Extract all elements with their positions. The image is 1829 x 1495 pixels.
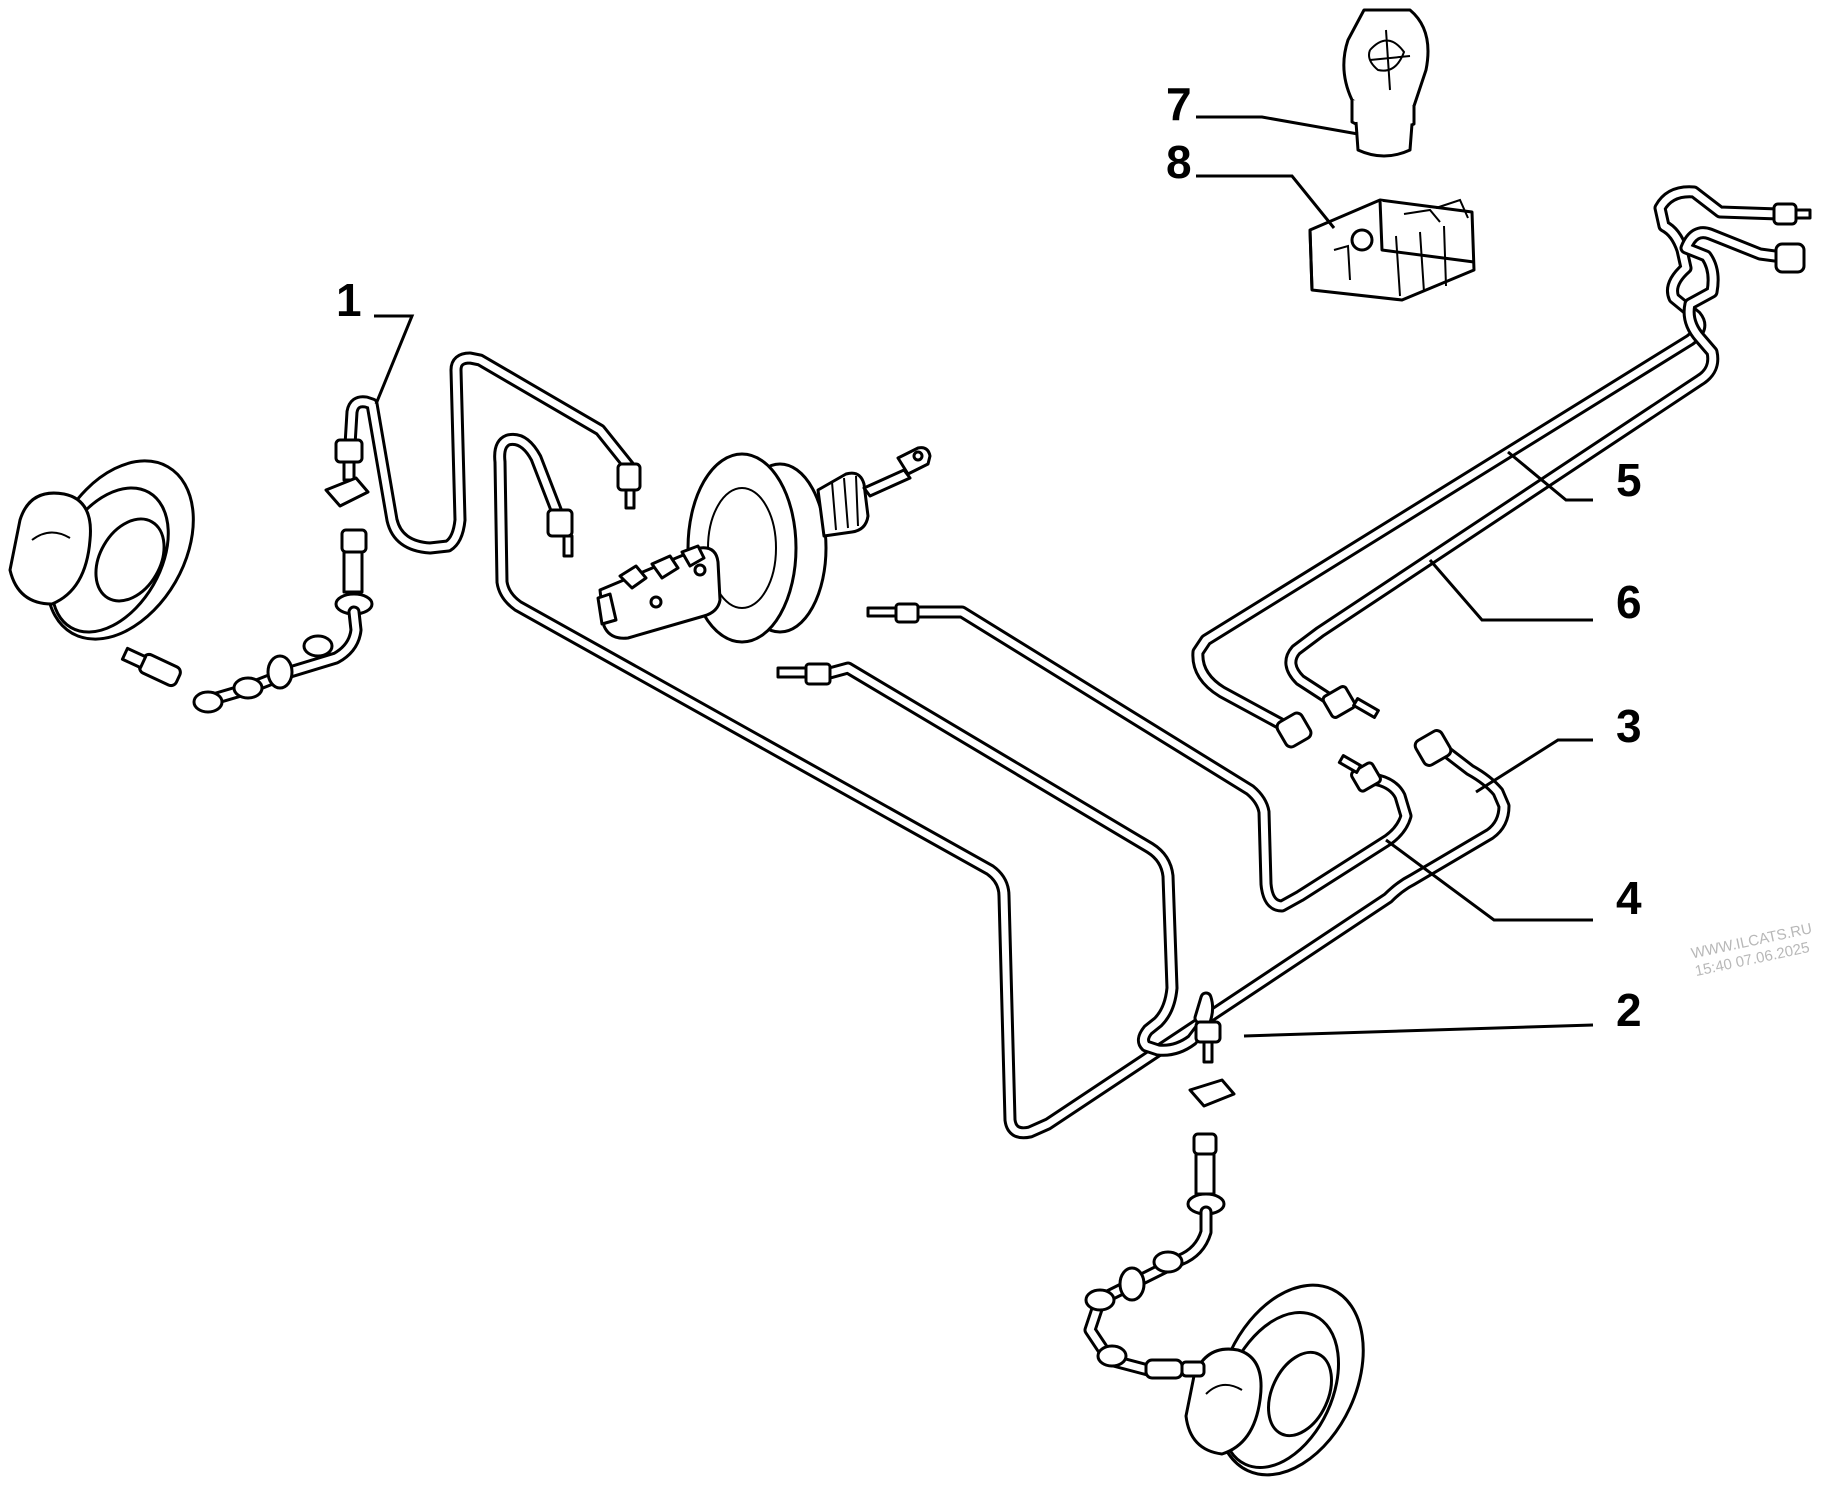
- fitting-nut: [1772, 202, 1812, 226]
- fitting-nut: [1413, 729, 1453, 767]
- callout-number-4: 4: [1616, 872, 1642, 924]
- callout-number-8: 8: [1166, 136, 1192, 188]
- fitting-nut: [1275, 711, 1313, 749]
- leader-4: [1385, 838, 1593, 922]
- callout-labels: 1 2 3 4 5 6 7 8: [336, 78, 1642, 1036]
- brake-pipes: [343, 185, 1797, 1140]
- fitting-nut: [334, 438, 364, 482]
- callout-number-6: 6: [1616, 576, 1642, 628]
- pipe-fittings: [334, 202, 1812, 1064]
- booster-pushrod: [816, 446, 932, 538]
- callout-number-1: 1: [336, 274, 362, 326]
- right-flex-hose: [1083, 1078, 1236, 1380]
- leader-3: [1475, 738, 1593, 794]
- fitting-nut: [1194, 1020, 1222, 1064]
- pipe-2: [493, 432, 1511, 1140]
- right-brake-disc: [1184, 1283, 1365, 1477]
- part-8-pipe-clip: [1308, 198, 1476, 302]
- left-caliper: [8, 491, 92, 606]
- part-7-grommet: [1342, 8, 1430, 158]
- leader-8: [1196, 174, 1336, 229]
- left-brake-disc: [8, 459, 195, 641]
- callout-number-2: 2: [1616, 984, 1642, 1036]
- leader-6: [1428, 559, 1593, 622]
- watermark: WWW.ILCATS.RU 15:40 07.06.2025: [1690, 920, 1814, 980]
- pipe-3: [911, 605, 1413, 913]
- master-cylinder: [596, 544, 722, 640]
- leader-lines: [374, 115, 1594, 1038]
- leader-7: [1196, 115, 1359, 136]
- left-flex-hose: [120, 476, 374, 714]
- callout-number-7: 7: [1166, 78, 1192, 130]
- leader-1: [374, 314, 415, 405]
- fitting-nut: [776, 662, 832, 686]
- fitting-nut: [546, 508, 574, 558]
- callout-number-3: 3: [1616, 700, 1642, 752]
- right-caliper: [1184, 1347, 1263, 1456]
- retaining-clip: [324, 476, 370, 508]
- pipe-6: [1284, 226, 1797, 713]
- callout-number-5: 5: [1616, 454, 1642, 506]
- pipe-5: [1191, 185, 1787, 737]
- retaining-clip: [1188, 1078, 1236, 1108]
- leader-5: [1507, 450, 1593, 502]
- fitting-nut: [1774, 242, 1806, 274]
- fitting-nut: [1321, 685, 1380, 719]
- fitting-nut: [866, 602, 920, 624]
- leader-2: [1243, 1023, 1594, 1038]
- pipe-1: [343, 351, 639, 555]
- fitting-nut: [616, 462, 642, 510]
- brake-booster-assembly: [596, 446, 932, 644]
- fitting-nut: [1337, 754, 1382, 793]
